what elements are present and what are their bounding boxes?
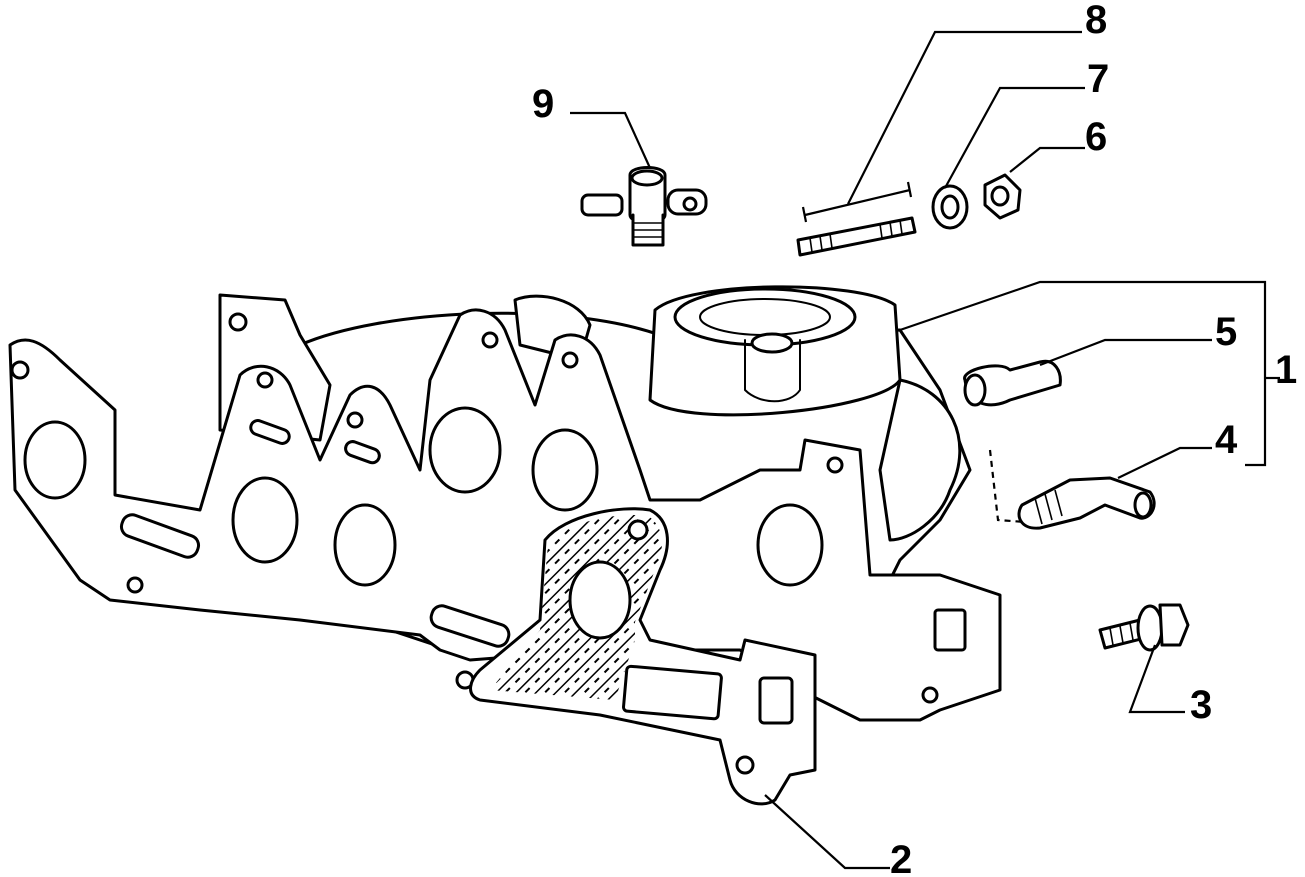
callout-6: 6 [1085,115,1107,159]
part-7-washer [931,184,969,230]
callout-9: 9 [532,82,554,126]
callout-5: 5 [1215,310,1237,354]
part-4-elbow-connector [988,449,1156,530]
callout-labels: 1 2 3 4 5 6 7 8 9 [532,0,1297,877]
flange-gasket [469,507,817,806]
part-5-hose-connector [963,359,1062,407]
callout-7: 7 [1087,57,1109,101]
callout-3: 3 [1190,683,1212,727]
part-6-nut [983,173,1022,220]
callout-4: 4 [1215,418,1238,462]
part-8-stud [796,181,917,257]
part-3-bolt [1098,603,1190,652]
callout-8: 8 [1085,0,1107,42]
callout-2: 2 [890,838,912,877]
leader-lines [570,30,1280,870]
callout-1: 1 [1275,348,1297,392]
manifold-flange [8,308,1002,722]
part-9-tee-fitting [580,166,708,247]
